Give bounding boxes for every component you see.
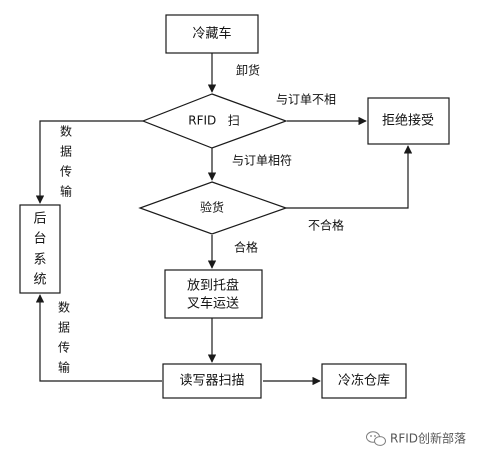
label-data-upper-0: 数 (60, 124, 72, 139)
wechat-icon (366, 431, 386, 446)
edge-labels: 卸货 与订单不相 与订单相符 不合格 合格 数 据 传 输 数 据 传 输 (58, 63, 344, 375)
label-fail: 不合格 (308, 218, 344, 233)
inspect-label: 验货 (200, 200, 224, 215)
node-inspect: 验货 (138, 181, 288, 235)
backend-label-3: 统 (33, 273, 46, 288)
watermark: RFID创新部落 (366, 431, 466, 446)
backend-label-1: 台 (33, 232, 46, 247)
node-pallet: 放到托盘 叉车运送 (164, 269, 263, 319)
label-mismatch: 与订单不相 (276, 93, 336, 107)
label-data-upper-1: 据 (60, 145, 72, 159)
label-unload: 卸货 (236, 63, 260, 78)
backend-label-0: 后 (33, 212, 46, 227)
label-pass: 合格 (234, 240, 258, 255)
backend-label-2: 系 (33, 253, 46, 268)
cold-truck-label: 冷藏车 (192, 26, 231, 42)
node-cold-truck: 冷藏车 (165, 14, 259, 54)
node-reader: 读写器扫描 (162, 363, 262, 399)
label-match: 与订单相符 (232, 153, 292, 168)
edge-inspect-to-reject (286, 145, 413, 209)
label-data-lower-2: 传 (58, 340, 70, 355)
reader-label: 读写器扫描 (179, 374, 244, 389)
pallet-label-0: 放到托盘 (187, 278, 239, 294)
label-data-lower-3: 输 (58, 360, 70, 375)
edges (35, 53, 413, 386)
edge-reader-to-backend (35, 294, 162, 382)
node-cold-storage: 冷冻仓库 (321, 363, 407, 399)
node-backend: 后 台 系 统 (19, 204, 61, 294)
label-data-upper-2: 传 (60, 164, 72, 179)
reject-label: 拒绝接受 (382, 113, 434, 129)
cold-storage-label: 冷冻仓库 (338, 373, 390, 389)
label-data-lower-0: 数 (58, 300, 70, 315)
node-reject: 拒绝接受 (367, 97, 450, 145)
watermark-text: RFID创新部落 (390, 431, 466, 446)
edge-rfid-to-backend (35, 120, 143, 204)
node-rfid-scan: RFID 扫 (141, 93, 288, 149)
pallet-label-1: 叉车运送 (187, 296, 239, 312)
label-data-lower-1: 据 (58, 321, 70, 335)
label-data-upper-3: 输 (60, 184, 72, 199)
rfid-scan-label: RFID 扫 (188, 114, 239, 128)
